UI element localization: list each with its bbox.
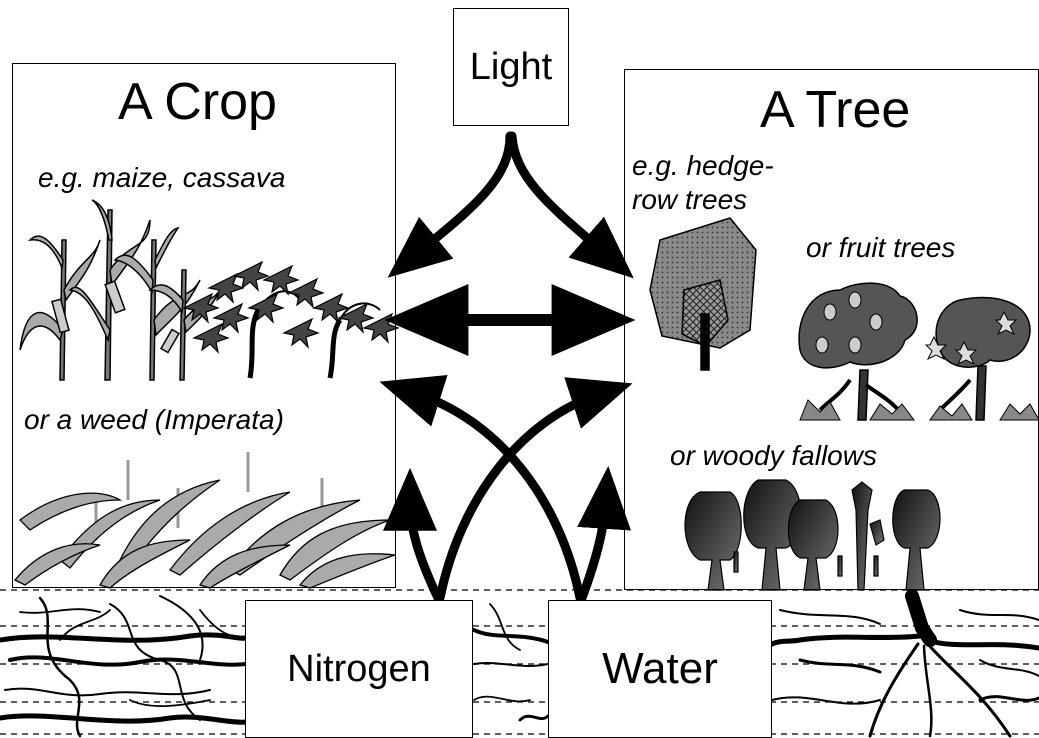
competition-arrows [410, 136, 608, 598]
tree-panel [624, 69, 1039, 590]
nitrogen-resource-box: Nitrogen [245, 600, 473, 738]
tree-panel-title: A Tree [760, 80, 910, 140]
light-label: Light [470, 46, 552, 89]
fruit-trees-label: or fruit trees [806, 232, 955, 264]
root-system-icon [0, 596, 246, 736]
light-resource-box: Light [453, 8, 569, 126]
crop-examples-label: e.g. maize, cassava [38, 162, 285, 194]
weed-alternative-label: or a weed (Imperata) [24, 404, 284, 436]
water-resource-box: Water [548, 600, 772, 738]
crop-panel [12, 63, 396, 588]
hedgerow-label-line2: row trees [632, 184, 747, 216]
hedgerow-label-line1: e.g. hedge- [632, 150, 774, 182]
nitrogen-label: Nitrogen [287, 648, 431, 691]
woody-fallows-label: or woody fallows [670, 440, 877, 472]
crop-panel-title: A Crop [118, 72, 277, 132]
soil-layers [0, 590, 1039, 734]
water-label: Water [602, 644, 718, 694]
